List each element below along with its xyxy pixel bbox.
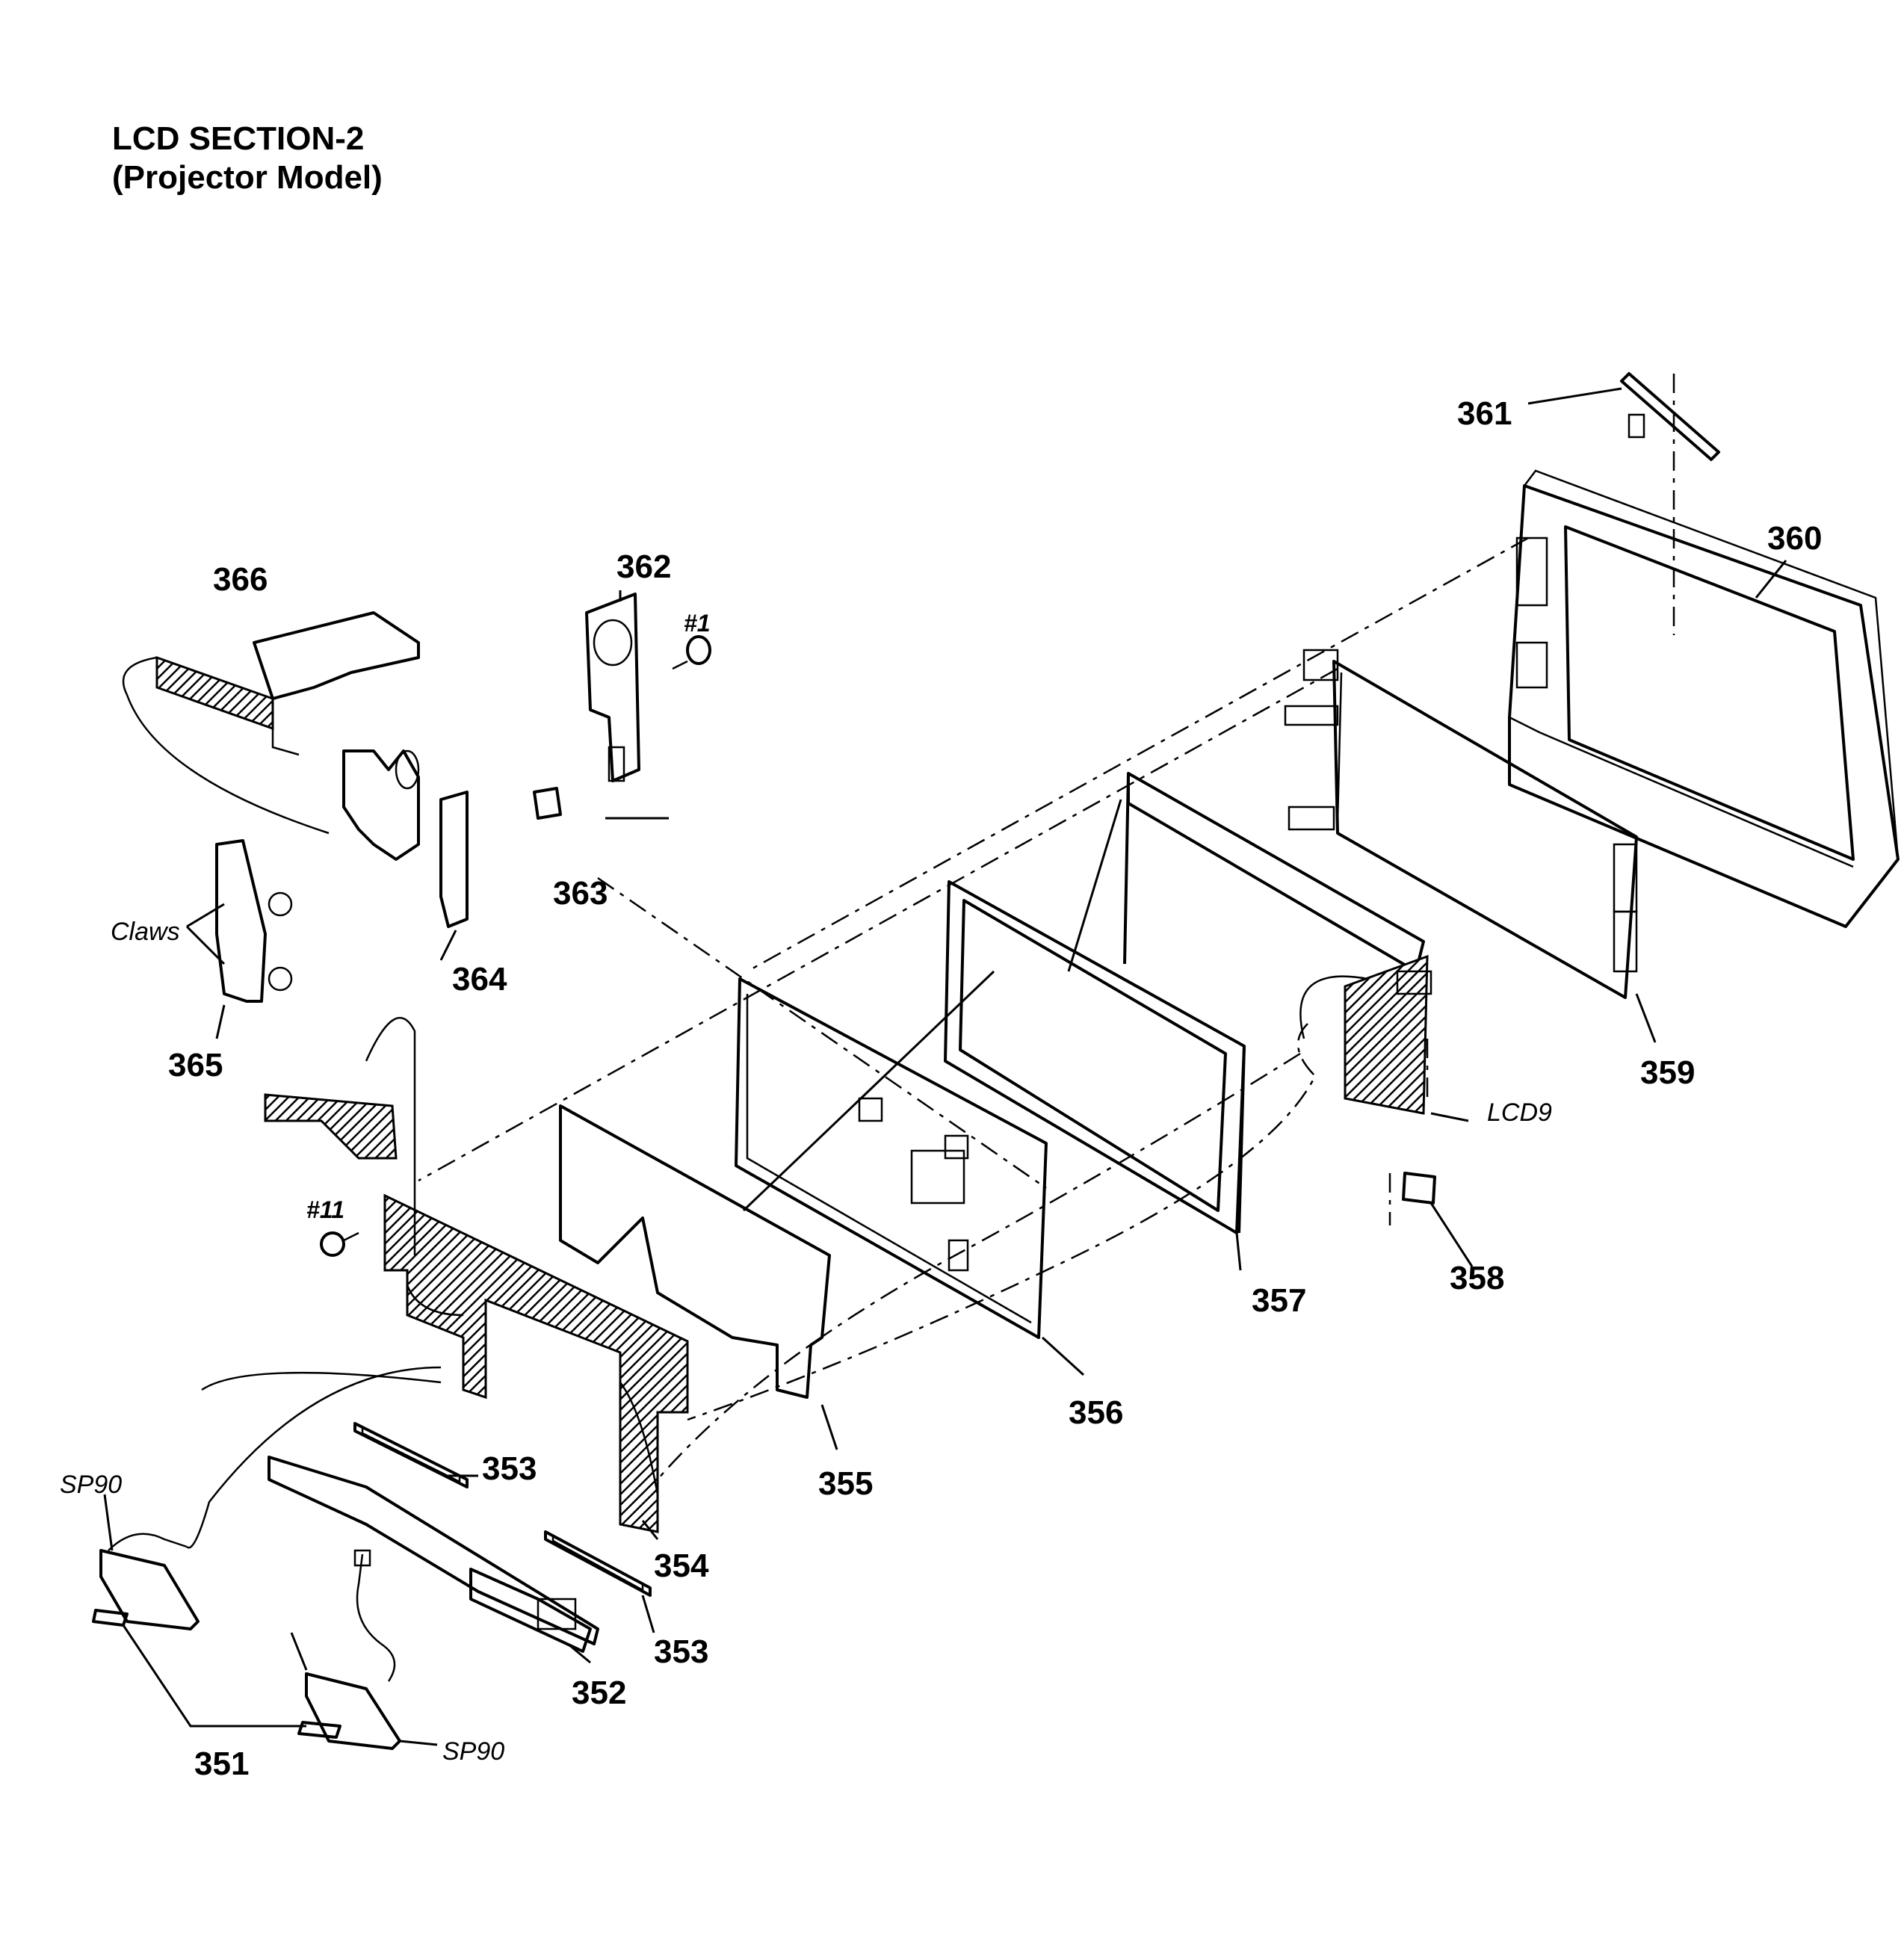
part-353-lower-sheet bbox=[544, 1530, 652, 1597]
part-sp90-speaker-bottom bbox=[305, 1549, 401, 1750]
screw-11-icon bbox=[320, 1231, 359, 1257]
part-359-lcd-holder bbox=[1284, 649, 1638, 999]
part-363-block bbox=[533, 787, 562, 820]
part-352-speaker-holder bbox=[268, 1456, 599, 1653]
part-362-hinge-cover bbox=[585, 593, 640, 782]
label-lcd9: LCD9 bbox=[1487, 1098, 1552, 1127]
part-flex-cable bbox=[264, 1016, 416, 1255]
callout-352: 352 bbox=[572, 1675, 626, 1711]
leader-lines bbox=[103, 387, 1787, 1746]
callout-358: 358 bbox=[1450, 1260, 1504, 1296]
callout-357: 357 bbox=[1252, 1282, 1306, 1319]
part-351-sheets bbox=[92, 1609, 341, 1739]
callout-366: 366 bbox=[213, 561, 268, 598]
callout-355: 355 bbox=[818, 1465, 873, 1502]
part-364-hinge-bracket bbox=[342, 749, 469, 928]
label-screw-11: #11 bbox=[306, 1196, 344, 1223]
part-sp90-speaker-top bbox=[99, 1533, 200, 1630]
part-353-upper-sheet bbox=[353, 1422, 469, 1488]
callout-359: 359 bbox=[1640, 1054, 1695, 1091]
label-claws: Claws bbox=[111, 918, 180, 946]
callout-353-lower: 353 bbox=[654, 1633, 708, 1670]
part-354-flex-board bbox=[383, 1193, 689, 1533]
part-357-lcd-panel bbox=[944, 880, 1246, 1234]
callout-351: 351 bbox=[194, 1746, 249, 1782]
label-sp90-top: SP90 bbox=[60, 1471, 122, 1499]
part-358-sheet bbox=[1402, 1172, 1436, 1205]
title-line-2: (Projector Model) bbox=[112, 159, 383, 196]
diagram-title: LCD SECTION-2 (Projector Model) bbox=[112, 120, 383, 197]
part-356-shield-frame bbox=[735, 977, 1048, 1339]
part-365-plate bbox=[215, 839, 293, 1003]
title-line-1: LCD SECTION-2 bbox=[112, 120, 365, 157]
part-backlight-sheet bbox=[1123, 772, 1425, 973]
callout-365: 365 bbox=[168, 1047, 223, 1083]
label-sp90-bottom: SP90 bbox=[442, 1737, 504, 1766]
callout-354: 354 bbox=[654, 1547, 709, 1584]
part-lcd9-board bbox=[1344, 954, 1432, 1115]
part-361-stick bbox=[1620, 372, 1720, 461]
callout-364: 364 bbox=[452, 961, 507, 998]
callout-360: 360 bbox=[1767, 520, 1822, 557]
assembly-guide-lines bbox=[186, 374, 1675, 1549]
part-360-lcd-cabinet bbox=[1508, 469, 1900, 928]
label-screw-1: #1 bbox=[684, 610, 711, 637]
callout-356: 356 bbox=[1069, 1394, 1123, 1431]
callout-362: 362 bbox=[616, 548, 671, 585]
part-366-hinge-flex bbox=[122, 611, 420, 835]
callout-361: 361 bbox=[1457, 395, 1512, 432]
callout-363: 363 bbox=[553, 875, 608, 912]
callout-353-upper: 353 bbox=[482, 1450, 537, 1487]
part-355-sheet bbox=[559, 1104, 831, 1399]
screw-1-icon bbox=[672, 635, 711, 670]
